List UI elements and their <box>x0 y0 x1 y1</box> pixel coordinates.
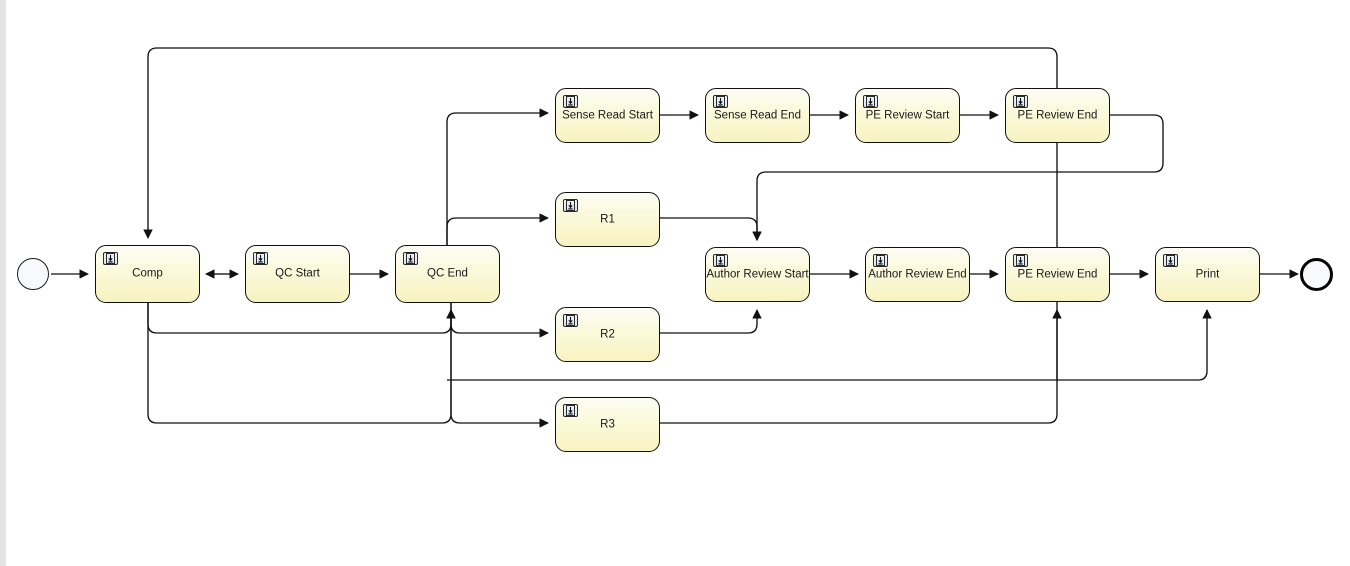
manual-task-icon <box>713 254 728 267</box>
task-r3[interactable]: R3 <box>555 397 660 452</box>
task-pe-review-start[interactable]: PE Review Start <box>855 88 960 143</box>
manual-task-icon <box>253 252 268 265</box>
task-author-review-end[interactable]: Author Review End <box>865 247 970 302</box>
task-print[interactable]: Print <box>1155 247 1260 302</box>
task-author-review-start[interactable]: Author Review Start <box>705 247 810 302</box>
task-sense-read-start[interactable]: Sense Read Start <box>555 88 660 143</box>
manual-task-icon <box>563 404 578 417</box>
task-sense-read-end[interactable]: Sense Read End <box>705 88 810 143</box>
task-label: Author Review End <box>868 268 967 280</box>
manual-task-icon <box>103 252 118 265</box>
task-label: Sense Read End <box>714 109 801 121</box>
edge-qcend-senseread-start <box>446 108 549 245</box>
task-label: QC Start <box>275 267 320 280</box>
edge-r3-peend-bottom <box>660 309 1062 424</box>
end-event[interactable] <box>1300 258 1333 291</box>
edge-qcend-r1 <box>446 213 549 245</box>
task-r2[interactable]: R2 <box>555 307 660 362</box>
manual-task-icon <box>1013 95 1028 108</box>
task-label: R2 <box>600 328 615 340</box>
edge-qcend-r3 <box>450 303 549 428</box>
edge-r2-authorstart <box>660 309 762 334</box>
manual-task-icon <box>1013 254 1028 267</box>
manual-task-icon <box>713 95 728 108</box>
canvas-left-gutter <box>0 0 6 566</box>
task-comp[interactable]: Comp <box>95 245 200 303</box>
task-label: Sense Read Start <box>562 109 653 121</box>
task-label: PE Review End <box>1017 268 1098 280</box>
task-label: Comp <box>132 267 163 280</box>
edge-comp-down-y423 <box>147 303 456 424</box>
task-pe-review-end-top[interactable]: PE Review End <box>1005 88 1110 143</box>
edge-r1-authorstart <box>660 217 762 241</box>
task-label: QC End <box>427 267 468 280</box>
task-qc-end[interactable]: QC End <box>395 245 500 303</box>
edge-comp-down-y333 <box>147 303 456 334</box>
task-label: PE Review Start <box>865 109 950 121</box>
manual-task-icon <box>873 254 888 267</box>
manual-task-icon <box>863 95 878 108</box>
task-label: PE Review End <box>1017 109 1098 121</box>
manual-task-icon <box>1163 254 1178 267</box>
task-pe-review-end-bottom[interactable]: PE Review End <box>1005 247 1110 302</box>
task-label: Author Review Start <box>706 268 809 280</box>
task-label: Print <box>1195 268 1220 280</box>
task-label: R3 <box>600 418 615 430</box>
task-label: R1 <box>600 213 615 225</box>
start-event[interactable] <box>17 258 49 290</box>
manual-task-icon <box>563 314 578 327</box>
manual-task-icon <box>563 95 578 108</box>
manual-task-icon <box>403 252 418 265</box>
edge-qcend-r2 <box>450 303 549 338</box>
task-r1[interactable]: R1 <box>555 192 660 247</box>
task-qc-start[interactable]: QC Start <box>245 245 350 303</box>
manual-task-icon <box>563 199 578 212</box>
